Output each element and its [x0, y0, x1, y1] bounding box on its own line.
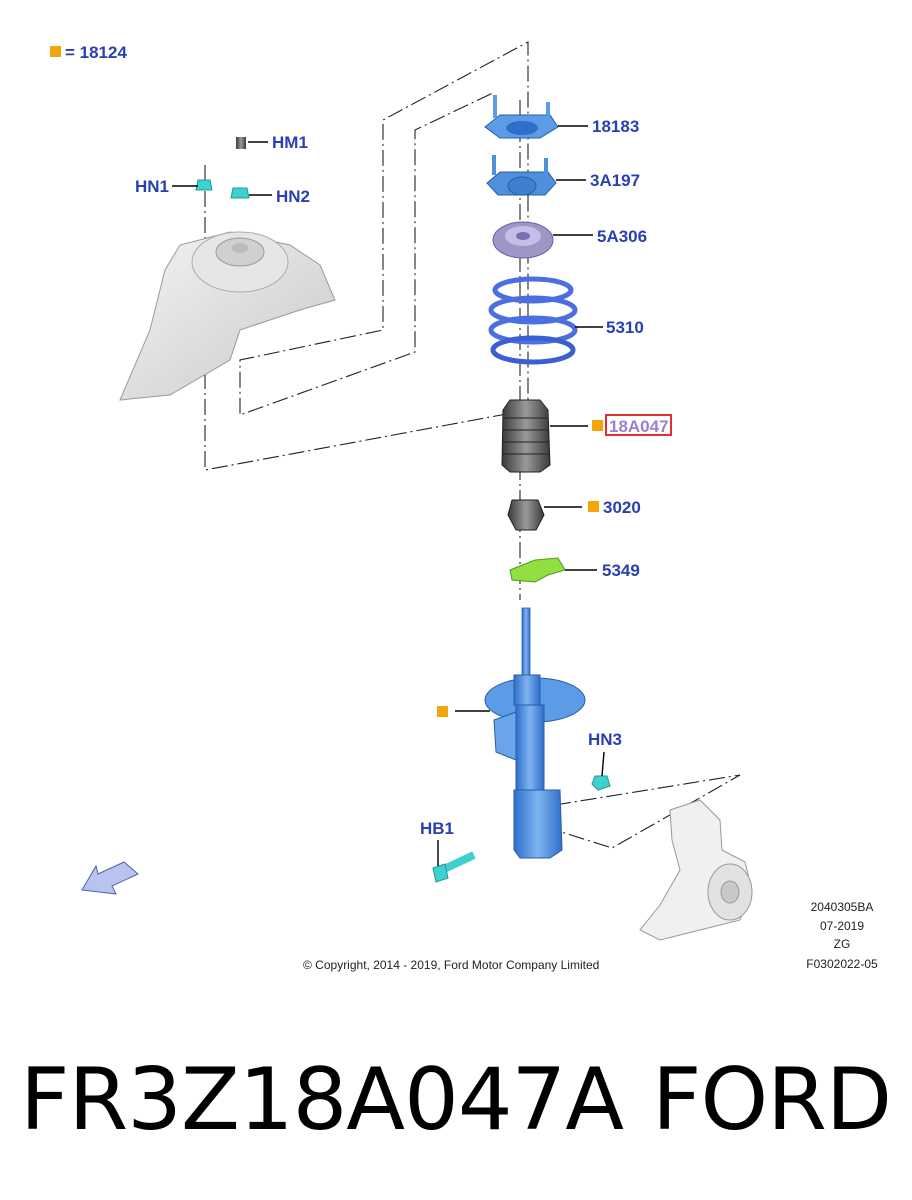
- label-hn3: HN3: [588, 730, 622, 749]
- orange-markers: [437, 420, 603, 717]
- steering-knuckle: [639, 799, 753, 941]
- bump-stop-3020: [507, 499, 545, 531]
- legend: = 18124: [50, 43, 127, 62]
- mount-3a197: [486, 155, 557, 196]
- label-5310: 5310: [606, 318, 644, 337]
- ref-code-3: ZG: [834, 937, 851, 951]
- hn2-fastener: [230, 187, 250, 199]
- front-direction-arrow: [81, 861, 139, 895]
- label-18a047: 18A047: [609, 417, 669, 436]
- hb1-bolt: [432, 851, 476, 883]
- copyright-text: © Copyright, 2014 - 2019, Ford Motor Com…: [303, 958, 599, 972]
- assembly-lines: [204, 41, 741, 849]
- coil-spring-5310: [488, 276, 578, 365]
- dust-boot-18a047: [501, 399, 551, 473]
- insulator-5349: [509, 557, 566, 583]
- exploded-parts-diagram: = 18124: [50, 41, 878, 972]
- legend-text: = 18124: [65, 43, 127, 62]
- brand-name: FORD: [652, 1050, 892, 1150]
- top-mount-18183: [484, 95, 559, 139]
- hm1-fastener: [236, 137, 246, 149]
- strut-assembly: [484, 607, 586, 859]
- hn1-fastener: [195, 179, 213, 191]
- label-5349: 5349: [602, 561, 640, 580]
- label-18183: 18183: [592, 117, 639, 136]
- label-hn1: HN1: [135, 177, 169, 196]
- legend-marker: [50, 46, 61, 57]
- part-number: FR3Z18A047A: [20, 1050, 624, 1150]
- hn3-nut: [591, 775, 611, 791]
- spring-seat-5a306: [492, 221, 554, 259]
- label-5a306: 5A306: [597, 227, 647, 246]
- leader-lines: [172, 125, 605, 866]
- ref-code-1: 2040305BA: [811, 900, 874, 914]
- highlight-box-18a047: [605, 414, 672, 436]
- ref-code-4: F0302022-05: [806, 957, 878, 971]
- label-hn2: HN2: [276, 187, 310, 206]
- label-3020: 3020: [603, 498, 641, 517]
- strut-tower: [119, 231, 336, 401]
- label-3a197: 3A197: [590, 171, 640, 190]
- caption-bar: FR3Z18A047A FORD: [0, 1040, 912, 1160]
- ref-code-2: 07-2019: [820, 919, 864, 933]
- label-hb1: HB1: [420, 819, 454, 838]
- label-hm1: HM1: [272, 133, 308, 152]
